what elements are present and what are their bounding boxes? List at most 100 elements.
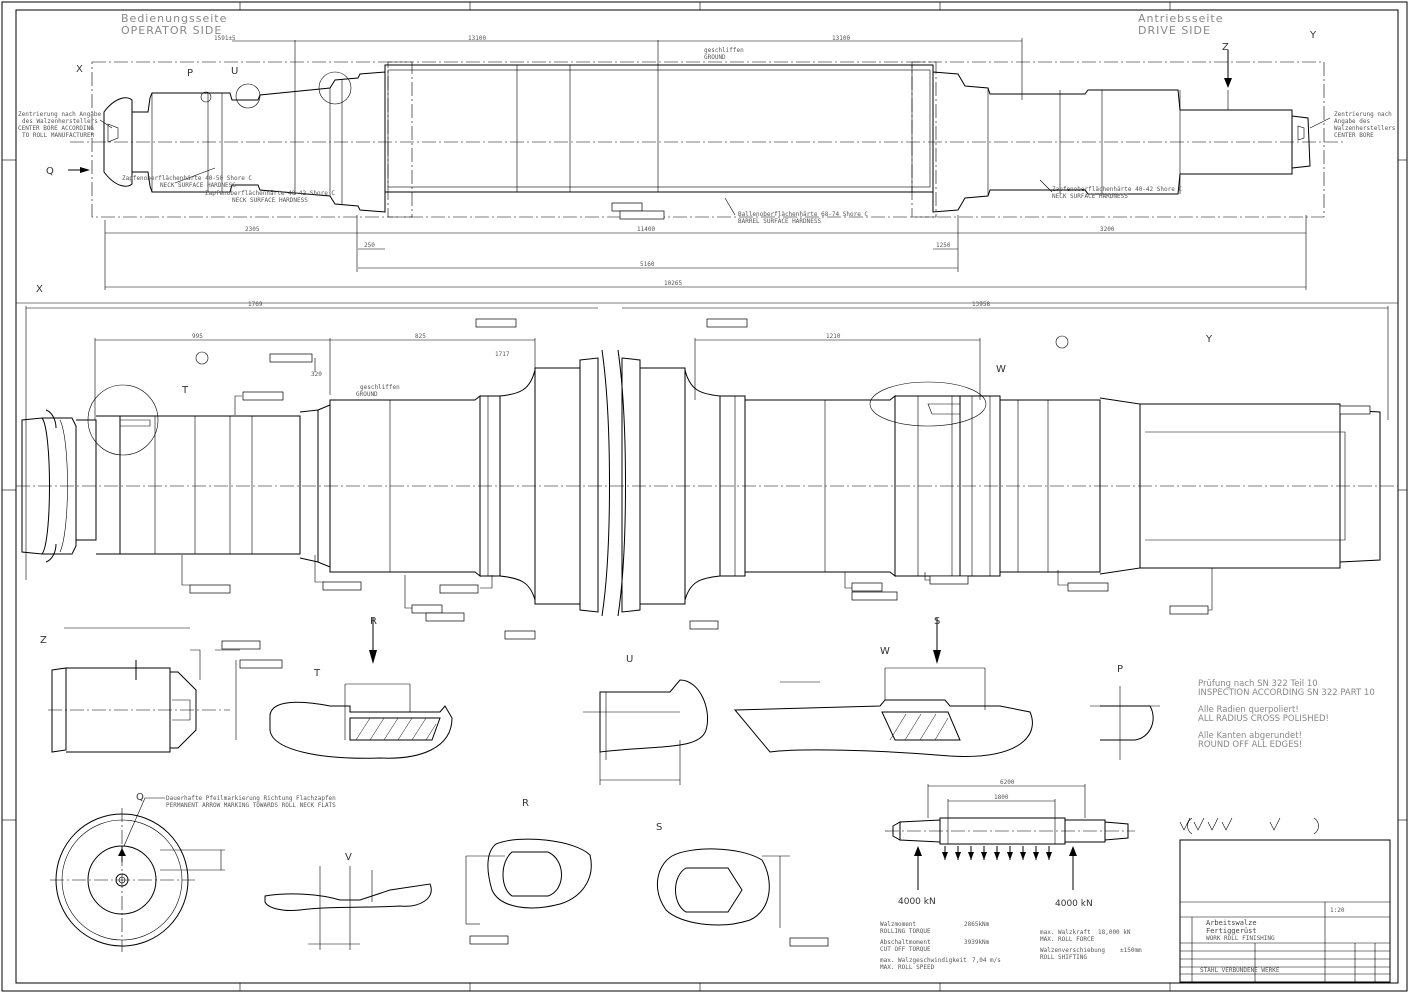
detail-view-t [269, 618, 453, 759]
dim-d3: 320 [311, 371, 322, 378]
svg-text:ALL RADIUS CROSS POLISHED!: ALL RADIUS CROSS POLISHED! [1198, 714, 1329, 724]
svg-text:Zapfenoberflächenhärte 40-42 S: Zapfenoberflächenhärte 40-42 Shore C [1052, 186, 1182, 193]
dim-neck-left: 2305 [245, 226, 260, 233]
detail-label-x: X [36, 284, 43, 295]
detail-view-s [656, 848, 829, 947]
view-label-q: Q [46, 166, 54, 177]
dim-d4: 1717 [495, 351, 510, 358]
svg-text:geschliffen: geschliffen [360, 384, 400, 391]
callout-arrow-marking: Dauerhafte Pfeilmarkierung Richtung Flac… [166, 795, 336, 809]
svg-text:Alle Radien querpoliert!: Alle Radien querpoliert! [1198, 705, 1299, 715]
svg-text:max. Walzkraft: max. Walzkraft [1040, 929, 1091, 936]
svg-text:Walzmoment: Walzmoment [880, 921, 917, 928]
view-title-z: Z [40, 635, 47, 646]
svg-text:MAX. ROLL FORCE: MAX. ROLL FORCE [1040, 936, 1095, 943]
dim-d5: 1210 [826, 333, 841, 340]
svg-text:2865kNm: 2865kNm [964, 921, 990, 928]
svg-text:Zapfenoberflächenhärte 40-42 S: Zapfenoberflächenhärte 40-42 Shore C [205, 190, 335, 197]
svg-text:NECK SURFACE HARDNESS: NECK SURFACE HARDNESS [232, 197, 308, 204]
callout-neck-hardness-3: Zapfenoberflächenhärte 40-42 Shore C NEC… [1052, 186, 1182, 200]
operator-side-en: OPERATOR SIDE [121, 24, 222, 37]
dim-half-left: 13100 [468, 35, 486, 42]
spec-cut-off-torque: Abschaltmoment CUT OFF TORQUE 3939kNm [880, 939, 990, 953]
dim-half-right: 13100 [832, 35, 850, 42]
dim-upper-left: 1591±5 [214, 35, 236, 42]
roughness-symbols [1179, 817, 1319, 835]
svg-text:ROLL SHIFTING: ROLL SHIFTING [1040, 954, 1087, 961]
svg-text:GROUND: GROUND [704, 54, 726, 61]
svg-text:MAX. ROLL SPEED: MAX. ROLL SPEED [880, 964, 935, 971]
detail-label-t: T [181, 385, 189, 396]
callout-barrel-hardness: Ballenoberflächenhärte 68-74 Shore C BAR… [738, 211, 868, 225]
callout-center-bore-left: Zentrierung nach Angabe des Walzenherste… [18, 111, 101, 139]
spec-max-roll-force: max. Walzkraft MAX. ROLL FORCE 18,000 kN [1040, 929, 1131, 943]
callout-neck-hardness-1: Zapfenoberflächenhärte 40-50 Shore C NEC… [122, 175, 252, 189]
svg-text:ROUND OFF ALL EDGES!: ROUND OFF ALL EDGES! [1198, 740, 1302, 750]
spec-max-roll-speed: max. Walzgeschwindigkeit MAX. ROLL SPEED… [880, 957, 1001, 971]
view-title-r: R [522, 798, 529, 809]
detail-view-w [733, 618, 1033, 757]
svg-text:des Walzenherstellers: des Walzenherstellers [22, 118, 98, 125]
svg-text:TO ROLL MANUFACTURER: TO ROLL MANUFACTURER [22, 132, 95, 139]
svg-text:ROLLING TORQUE: ROLLING TORQUE [880, 928, 931, 935]
dim-barrel: 11400 [637, 226, 655, 233]
callout-ground-top: geschliffen GROUND [704, 47, 744, 61]
svg-text:18,000 kN: 18,000 kN [1098, 929, 1131, 936]
title-name-de: Arbeitswalze [1206, 919, 1257, 927]
svg-text:geschliffen: geschliffen [704, 47, 744, 54]
view-title-t: T [313, 668, 321, 679]
view-title-q: Q [136, 792, 144, 803]
detail-view-u [583, 679, 708, 785]
title-name-en: Fertiggerüst [1206, 927, 1257, 935]
dim-small-left: 250 [364, 242, 375, 249]
svg-text:3939kNm: 3939kNm [964, 939, 990, 946]
detail-roll-view [16, 306, 1398, 640]
detail-label-w: W [996, 364, 1006, 375]
callout-ground-detail: geschliffen GROUND [356, 384, 400, 398]
drive-side-en: DRIVE SIDE [1138, 24, 1211, 37]
svg-text:INSPECTION ACCORDING SN 322 PA: INSPECTION ACCORDING SN 322 PART 10 [1198, 688, 1375, 698]
svg-text:Ballenoberflächenhärte 68-74 S: Ballenoberflächenhärte 68-74 Shore C [738, 211, 868, 218]
svg-text:Alle Kanten abgerundet!: Alle Kanten abgerundet! [1198, 731, 1302, 741]
svg-text:NECK SURFACE HARDNESS: NECK SURFACE HARDNESS [1052, 193, 1128, 200]
dim-small-right: 1250 [936, 242, 951, 249]
view-marker-s: S [934, 616, 940, 627]
detail-label-y: Y [1205, 334, 1213, 345]
callout-neck-hardness-2: Zapfenoberflächenhärte 40-42 Shore C NEC… [205, 190, 335, 204]
view-label-x: X [76, 64, 83, 75]
view-title-v: V [345, 852, 352, 863]
svg-text:±150mm: ±150mm [1120, 947, 1142, 954]
svg-text:Zapfenoberflächenhärte 40-50 S: Zapfenoberflächenhärte 40-50 Shore C [122, 175, 252, 182]
detail-view-q [50, 797, 225, 952]
force-left: 4000 kN [898, 897, 936, 907]
svg-text:Zentrierung nach: Zentrierung nach [1334, 111, 1392, 118]
svg-text:PERMANENT ARROW MARKING TOWARD: PERMANENT ARROW MARKING TOWARDS ROLL NEC… [166, 802, 336, 809]
svg-text:BARREL SURFACE HARDNESS: BARREL SURFACE HARDNESS [738, 218, 821, 225]
dim-neck-right: 3200 [1100, 226, 1115, 233]
title-scale: 1:20 [1330, 907, 1345, 914]
detail-view-v [264, 866, 432, 950]
svg-text:CENTER BORE ACCORDING: CENTER BORE ACCORDING [18, 125, 94, 132]
spec-rolling-torque: Walzmoment ROLLING TORQUE 2865kNm [880, 921, 990, 935]
detail-view-z [48, 627, 283, 753]
view-label-z: Z [1222, 42, 1229, 53]
dim-total: 10265 [664, 280, 682, 287]
top-roll-view [68, 38, 1345, 290]
svg-text:7,04 m/s: 7,04 m/s [972, 957, 1001, 964]
svg-text:max. Walzgeschwindigkeit: max. Walzgeschwindigkeit [880, 957, 967, 964]
inner-border [15, 9, 1399, 984]
dim-left-half: 1769 [248, 301, 263, 308]
view-label-y: Y [1309, 30, 1317, 41]
operator-side-de: Bedienungsseite [121, 12, 227, 25]
view-title-p: P [1117, 664, 1123, 675]
detail-view-p [1090, 686, 1160, 760]
load-diagram [885, 784, 1135, 890]
svg-text:Prüfung nach SN 322 Teil 10: Prüfung nach SN 322 Teil 10 [1198, 679, 1318, 689]
load-span: 6200 [1000, 779, 1015, 786]
view-label-p: P [187, 68, 193, 79]
dim-right-half: 13958 [972, 301, 990, 308]
svg-text:CUT OFF TORQUE: CUT OFF TORQUE [880, 946, 931, 953]
view-title-u: U [626, 654, 633, 665]
svg-text:Walzenherstellers: Walzenherstellers [1334, 125, 1396, 132]
